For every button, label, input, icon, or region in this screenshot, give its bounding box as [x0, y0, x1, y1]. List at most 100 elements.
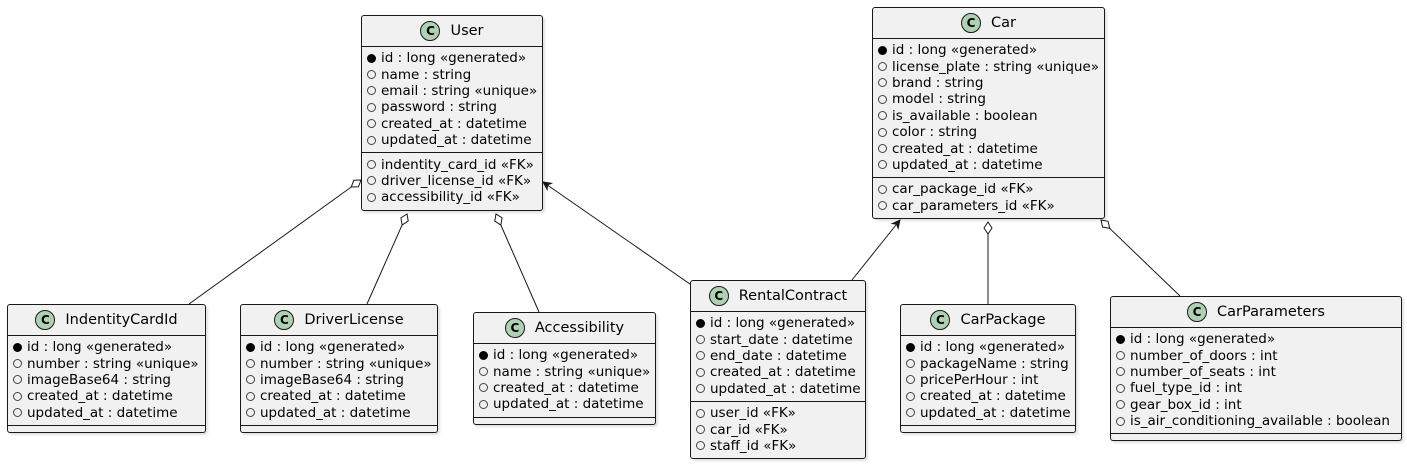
reference-section: [8, 424, 205, 432]
public-field-circle-icon: [367, 160, 376, 170]
public-field-circle-icon: [13, 375, 22, 385]
field-text: start_date : datetime: [710, 331, 853, 348]
field-text: updated_at : datetime: [892, 156, 1043, 173]
reference-section: [1111, 433, 1401, 440]
public-field-circle-icon: [13, 359, 22, 369]
field-text: fuel_type_id : int: [1130, 380, 1243, 397]
public-field-circle-icon: [479, 399, 488, 409]
class-stereotype-icon: C: [961, 13, 981, 33]
class-stereotype-icon: C: [708, 286, 729, 306]
field-row: imageBase64 : string: [8, 372, 205, 388]
public-field-circle-icon: [367, 102, 376, 112]
public-field-circle-icon: [906, 408, 915, 418]
field-text: driver_license_id «FK»: [381, 172, 532, 189]
field-row: license_plate : string «unique»: [873, 58, 1104, 75]
field-text: is_available : boolean: [892, 107, 1038, 124]
public-field-circle-icon: [367, 135, 376, 145]
field-text: updated_at : datetime: [710, 380, 861, 397]
public-field-circle-icon: [479, 383, 488, 393]
field-row: car_parameters_id «FK»: [873, 198, 1104, 214]
field-row: updated_at : datetime: [8, 405, 205, 421]
primary-key-row: id : long «generated»: [474, 347, 655, 363]
primary-key-bullet-icon: [479, 350, 488, 360]
field-row: is_air_conditioning_available : boolean: [1111, 413, 1401, 429]
field-row: created_at : datetime: [691, 364, 865, 380]
field-row: number : string «unique»: [241, 355, 437, 372]
primary-key-row: id : long «generated»: [1111, 331, 1401, 347]
public-field-circle-icon: [367, 86, 376, 96]
field-row: accessibility_id «FK»: [362, 189, 542, 205]
field-row: created_at : datetime: [362, 116, 542, 132]
field-text: created_at : datetime: [260, 388, 406, 405]
reference-section: user_id «FK»car_id «FK»staff_id «FK»: [691, 400, 865, 458]
field-text: email : string «unique»: [381, 82, 538, 99]
field-row: updated_at : datetime: [873, 157, 1104, 173]
field-text: id : long «generated»: [920, 339, 1066, 356]
reference-section: car_package_id «FK»car_parameters_id «FK…: [873, 177, 1104, 218]
class-stereotype-icon: C: [1187, 302, 1208, 322]
field-text: id : long «generated»: [493, 347, 639, 364]
field-text: is_air_conditioning_available : boolean: [1130, 413, 1390, 430]
primary-key-bullet-icon: [13, 342, 22, 352]
field-text: updated_at : datetime: [260, 404, 411, 421]
field-text: updated_at : datetime: [493, 396, 644, 413]
aggregation-diamond-icon: [400, 213, 409, 226]
field-text: imageBase64 : string: [260, 371, 404, 388]
public-field-circle-icon: [13, 391, 22, 401]
field-row: updated_at : datetime: [901, 405, 1075, 421]
class-name: DriverLicense: [304, 312, 404, 328]
public-field-circle-icon: [696, 384, 705, 394]
field-text: created_at : datetime: [710, 364, 856, 381]
primary-key-bullet-icon: [878, 45, 887, 55]
field-row: end_date : datetime: [691, 348, 865, 364]
field-row: is_available : boolean: [873, 108, 1104, 124]
public-field-circle-icon: [696, 441, 705, 451]
public-field-circle-icon: [367, 119, 376, 129]
field-text: id : long «generated»: [260, 339, 406, 356]
public-field-circle-icon: [878, 94, 887, 104]
field-text: accessibility_id «FK»: [381, 189, 520, 206]
field-row: number_of_seats : int: [1111, 364, 1401, 380]
aggregation-diamond-icon: [983, 221, 993, 235]
field-row: packageName : string: [901, 355, 1075, 372]
field-section: id : long «generated»start_date : dateti…: [691, 312, 865, 401]
aggregation-line: [188, 186, 352, 305]
field-text: car_id «FK»: [710, 421, 788, 438]
public-field-circle-icon: [1116, 351, 1125, 361]
reference-section: [474, 416, 655, 424]
public-field-circle-icon: [1116, 416, 1125, 426]
public-field-circle-icon: [13, 408, 22, 418]
field-row: driver_license_id «FK»: [362, 173, 542, 189]
public-field-circle-icon: [246, 408, 255, 418]
field-row: created_at : datetime: [241, 388, 437, 404]
field-text: car_parameters_id «FK»: [892, 197, 1055, 214]
class-stereotype-icon: C: [35, 310, 56, 330]
field-row: indentity_card_id «FK»: [362, 156, 542, 173]
field-section: id : long «generated»number_of_doors : i…: [1111, 328, 1401, 433]
field-row: updated_at : datetime: [241, 405, 437, 421]
reference-section: indentity_card_id «FK»driver_license_id …: [362, 152, 542, 209]
field-section: id : long «generated»packageName : strin…: [901, 336, 1075, 425]
field-text: number_of_doors : int: [1130, 347, 1278, 364]
class-stereotype-icon: C: [420, 21, 441, 41]
public-field-circle-icon: [246, 359, 255, 369]
field-row: created_at : datetime: [8, 388, 205, 404]
field-text: updated_at : datetime: [920, 404, 1071, 421]
primary-key-bullet-icon: [367, 53, 376, 63]
public-field-circle-icon: [1116, 383, 1125, 393]
public-field-circle-icon: [878, 144, 887, 154]
field-row: model : string: [873, 91, 1104, 107]
field-row: brand : string: [873, 75, 1104, 91]
